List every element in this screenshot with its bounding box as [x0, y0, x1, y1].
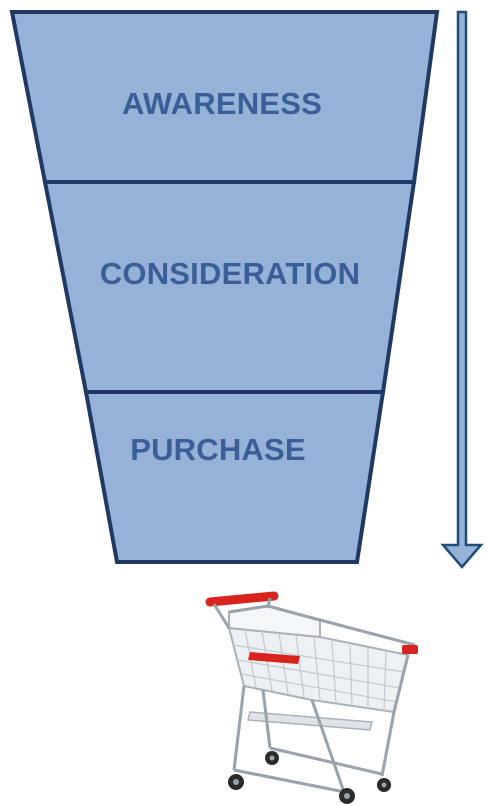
stage-label-consideration: CONSIDERATION — [100, 256, 360, 291]
shopping-cart-icon — [205, 591, 418, 804]
stage-label-purchase: PURCHASE — [130, 432, 306, 467]
funnel-stage-purchase — [83, 390, 386, 564]
down-arrow-icon — [440, 10, 484, 569]
stage-label-awareness: AWARENESS — [122, 86, 322, 121]
